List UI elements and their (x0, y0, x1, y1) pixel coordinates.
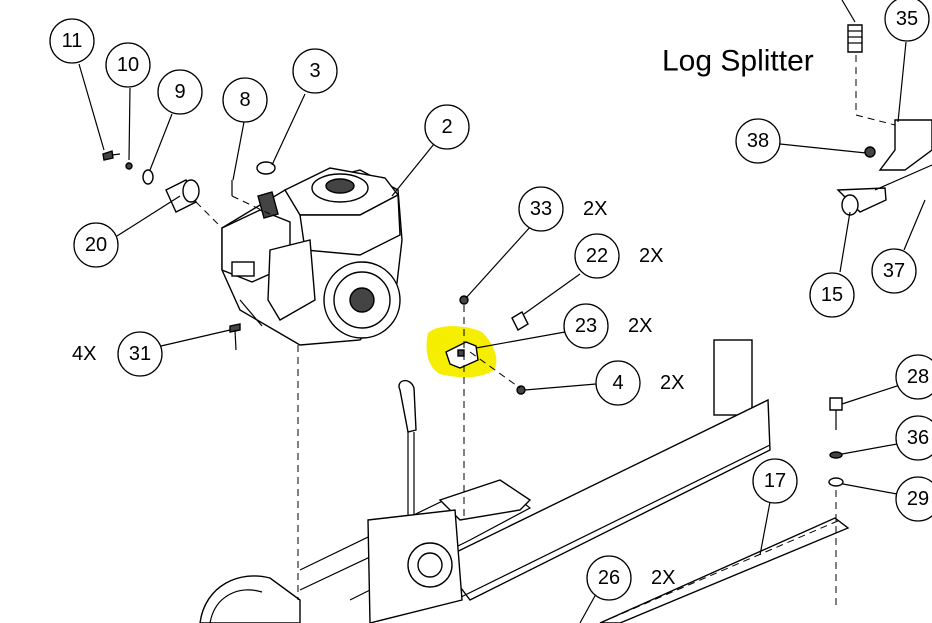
callout-11[interactable]: 11 (49, 18, 95, 64)
callout-23[interactable]: 23 (563, 303, 609, 349)
callout-36[interactable]: 36 (895, 415, 932, 461)
svg-text:31: 31 (129, 343, 151, 365)
svg-text:9: 9 (174, 81, 185, 103)
qty-4: 2X (660, 372, 684, 394)
svg-text:10: 10 (117, 54, 139, 76)
svg-text:37: 37 (883, 260, 905, 282)
qty-33: 2X (583, 198, 607, 220)
qty-26: 2X (651, 567, 675, 589)
callout-3[interactable]: 3 (292, 48, 338, 94)
svg-text:36: 36 (907, 427, 929, 449)
callout-37[interactable]: 37 (871, 248, 917, 294)
svg-text:35: 35 (896, 8, 918, 30)
svg-text:26: 26 (598, 567, 620, 589)
callout-2[interactable]: 2 (424, 104, 470, 150)
svg-text:23: 23 (575, 315, 597, 337)
svg-text:17: 17 (764, 470, 786, 492)
svg-text:33: 33 (530, 198, 552, 220)
callout-8[interactable]: 8 (222, 77, 268, 123)
svg-text:3: 3 (309, 60, 320, 82)
callout-28[interactable]: 28 (895, 354, 932, 400)
callout-15[interactable]: 15 (809, 272, 855, 318)
quantity-labels: 4X 2X 2X 2X 2X 2X (72, 198, 684, 589)
svg-text:28: 28 (907, 366, 929, 388)
leader-lines (78, 0, 926, 623)
svg-text:2: 2 (441, 116, 452, 138)
qty-23: 2X (628, 315, 652, 337)
svg-text:38: 38 (747, 130, 769, 152)
svg-text:8: 8 (239, 89, 250, 111)
small-parts (102, 24, 932, 487)
callout-31[interactable]: 31 (117, 331, 163, 377)
callouts: 11 10 9 8 3 2 20 31 33 22 23 4 35 38 15 … (49, 0, 932, 601)
svg-text:22: 22 (586, 245, 608, 267)
svg-text:15: 15 (821, 284, 843, 306)
callout-26[interactable]: 26 (586, 555, 632, 601)
svg-text:11: 11 (62, 30, 83, 52)
engine (221, 167, 403, 346)
qty-31: 4X (72, 343, 96, 365)
callout-4[interactable]: 4 (595, 360, 641, 406)
callout-22[interactable]: 22 (574, 233, 620, 279)
callout-9[interactable]: 9 (157, 69, 203, 115)
qty-22: 2X (639, 245, 663, 267)
splitter-frame (199, 339, 850, 623)
callout-33[interactable]: 33 (518, 186, 564, 232)
diagram-title: Log Splitter (662, 45, 814, 78)
callout-35[interactable]: 35 (884, 0, 930, 42)
callout-20[interactable]: 20 (73, 222, 119, 268)
callout-10[interactable]: 10 (105, 42, 151, 88)
svg-text:4: 4 (612, 372, 623, 394)
callout-29[interactable]: 29 (895, 476, 932, 522)
assembly-lines (195, 55, 896, 610)
callout-17[interactable]: 17 (752, 458, 798, 504)
svg-text:29: 29 (907, 488, 929, 510)
callout-38[interactable]: 38 (735, 118, 781, 164)
svg-text:20: 20 (85, 234, 107, 256)
